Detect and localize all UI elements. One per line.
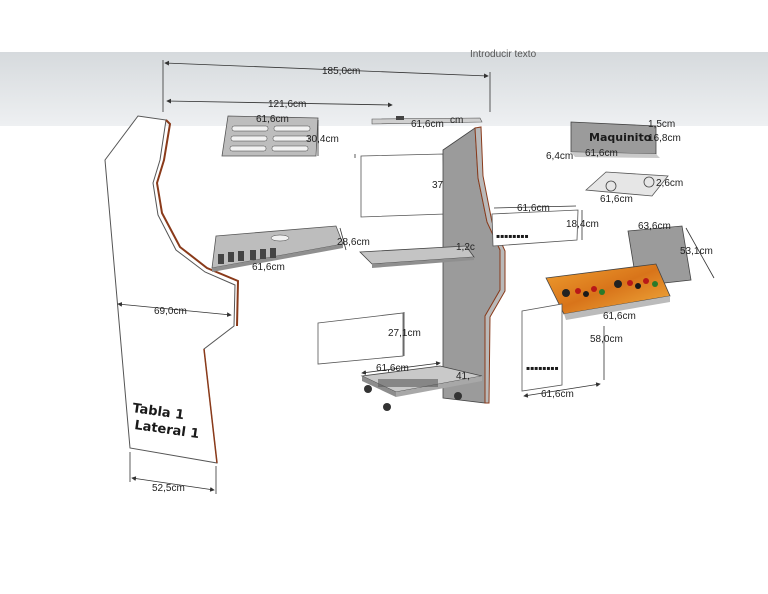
dim-label-marquee-d: 16,8cm bbox=[648, 133, 681, 144]
back-panel: ▪▪▪▪▪▪▪▪ 58,0cm 61,6cm bbox=[521, 303, 623, 400]
control-panel-art: 61,6cm bbox=[545, 263, 671, 322]
dim-label-marquee-base: 6,4cm bbox=[546, 151, 573, 162]
side-panel-left: Tabla 1 Lateral 1 bbox=[104, 115, 240, 464]
small-panel-mark: ▪▪▪▪▪▪▪▪ bbox=[496, 233, 529, 240]
dim-label-cp-w: 61,6cm bbox=[603, 311, 636, 322]
dim-label-back-w: 61,6cm bbox=[541, 389, 574, 400]
lower-panel: 27,1cm bbox=[317, 312, 421, 365]
dim-label-base-w: 61,6cm bbox=[376, 363, 409, 374]
marquee-panel: Maquinito 1,5cm 16,8cm 6,4cm 61,6cm bbox=[546, 119, 681, 162]
dim-upper-width: 121,6cm bbox=[166, 98, 393, 110]
dim-label-back-h: 58,0cm bbox=[590, 334, 623, 345]
dim-label-marquee-h: 1,5cm bbox=[648, 119, 675, 130]
screen-panel: 37 bbox=[354, 153, 446, 218]
side-panel-label-1: Tabla 1 bbox=[131, 401, 185, 423]
control-panel-top: 28,6cm 61,6cm bbox=[211, 225, 370, 273]
dim-label-control-d: 28,6cm bbox=[337, 237, 370, 248]
dim-label-control-w: 61,6cm bbox=[252, 262, 285, 273]
wheel bbox=[364, 385, 372, 393]
dim-label-lower-h: 27,1cm bbox=[388, 328, 421, 339]
marquee-label: Maquinito bbox=[589, 131, 652, 144]
speaker-panel: 2,6cm 61,6cm bbox=[585, 171, 683, 205]
dim-label-top-panel-w: 61,6cm bbox=[256, 114, 289, 125]
dim-total-width: 185,0cm bbox=[162, 60, 491, 112]
dim-label-upper: 121,6cm bbox=[268, 99, 306, 110]
top-strip: 61,6cm cm bbox=[371, 115, 483, 130]
dim-label-small-panel-d: 18,4cm bbox=[566, 219, 599, 230]
dim-label-base-d: 41, bbox=[456, 371, 470, 382]
dim-label-speaker-w: 61,6cm bbox=[600, 194, 633, 205]
top-panel: 61,6cm 30,4cm bbox=[221, 114, 339, 157]
shelf-panel: 1,2c bbox=[359, 242, 475, 268]
dim-label-top-strip-w: 61,6cm bbox=[411, 119, 444, 130]
sky-band bbox=[0, 52, 768, 126]
dim-base-foot: 52,5cm bbox=[129, 452, 217, 494]
dim-label-monitor-w: 63,6cm bbox=[638, 221, 671, 232]
control-panel-art-buttons bbox=[562, 278, 658, 297]
control-panel-buttons bbox=[218, 248, 276, 264]
wheel bbox=[454, 392, 462, 400]
dim-side-depth: 69,0cm bbox=[117, 301, 232, 318]
dim-label-side-depth: 69,0cm bbox=[154, 306, 187, 317]
base-panel: 61,6cm 41, bbox=[360, 361, 483, 411]
dim-label-shelf-d: 1,2c bbox=[456, 242, 475, 253]
dim-label-total: 185,0cm bbox=[322, 66, 360, 77]
small-panel: ▪▪▪▪▪▪▪▪ 61,6cm 18,4cm bbox=[491, 203, 599, 247]
side-panel-right bbox=[442, 126, 506, 404]
header-hint: Introducir texto bbox=[470, 49, 537, 60]
dim-label-cut-top: cm bbox=[450, 115, 463, 126]
dim-label-monitor-h: 53,1cm bbox=[680, 246, 713, 257]
dim-label-base-foot: 52,5cm bbox=[152, 483, 185, 494]
dim-label-small-panel-w: 61,6cm bbox=[517, 203, 550, 214]
back-panel-mark: ▪▪▪▪▪▪▪▪ bbox=[526, 365, 559, 372]
dim-label-top-panel-d: 30,4cm bbox=[306, 134, 339, 145]
dim-label-speaker-d: 2,6cm bbox=[656, 178, 683, 189]
dim-label-marquee-w: 61,6cm bbox=[585, 148, 618, 159]
dim-label-screen-h: 37 bbox=[432, 180, 444, 191]
wheel bbox=[383, 403, 391, 411]
